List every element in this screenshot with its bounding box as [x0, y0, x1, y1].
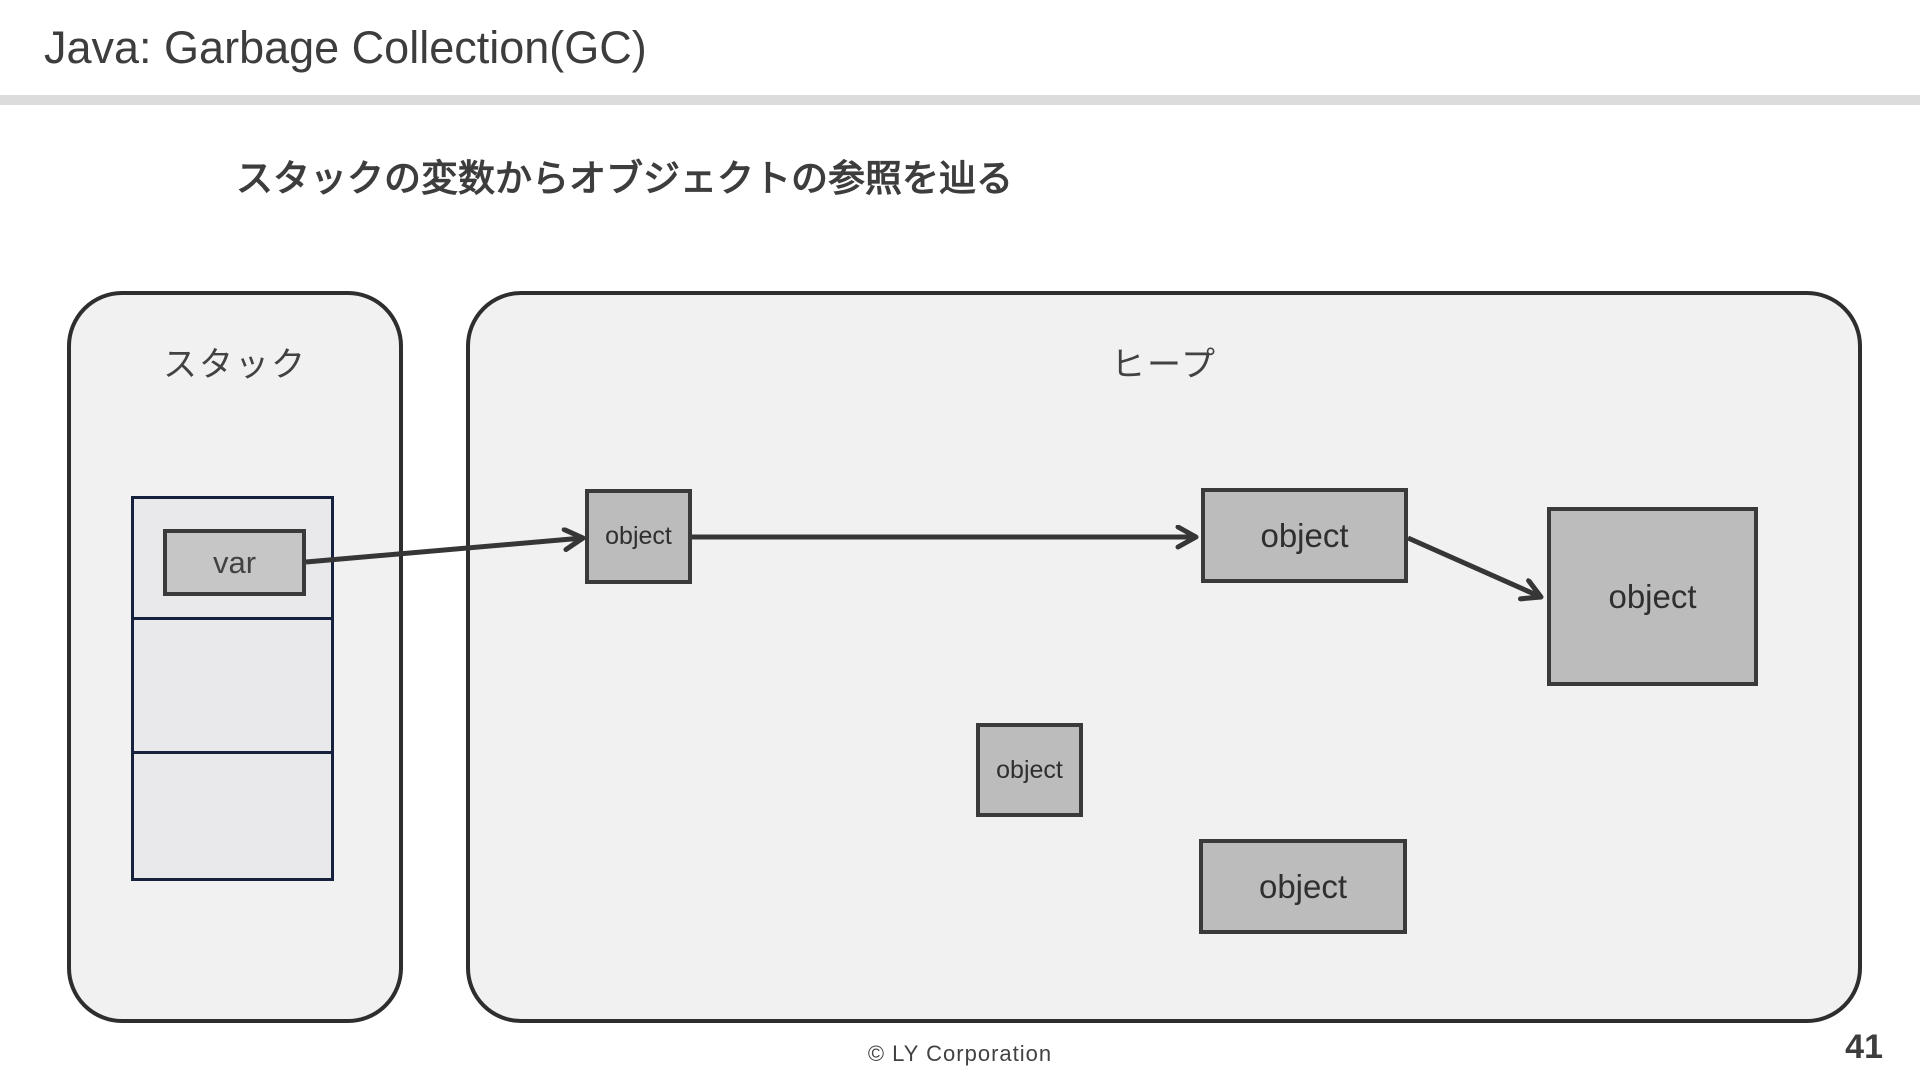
title-divider — [0, 95, 1920, 105]
heap-object-4: object — [976, 723, 1083, 817]
footer-copyright: © LY Corporation — [867, 1041, 1053, 1066]
page-title: Java: Garbage Collection(GC) — [44, 22, 647, 73]
heap-object-3: object — [1547, 507, 1758, 686]
stack-frame-1: var — [131, 496, 334, 620]
stack-region: スタック var — [67, 291, 403, 1023]
stack-frame-3 — [131, 751, 334, 881]
page-number: 41 — [1845, 1028, 1883, 1066]
var-box: var — [163, 529, 306, 596]
slide-subtitle: スタックの変数からオブジェクトの参照を辿る — [236, 158, 1013, 199]
heap-object-5: object — [1199, 839, 1407, 934]
stack-frame-2 — [131, 617, 334, 754]
stack-label: スタック — [163, 346, 307, 384]
heap-label: ヒープ — [1111, 346, 1217, 384]
stack-frames: var — [131, 496, 334, 881]
heap-object-1: object — [585, 489, 692, 584]
var-label: var — [212, 544, 257, 580]
heap-object-2: object — [1201, 488, 1408, 583]
